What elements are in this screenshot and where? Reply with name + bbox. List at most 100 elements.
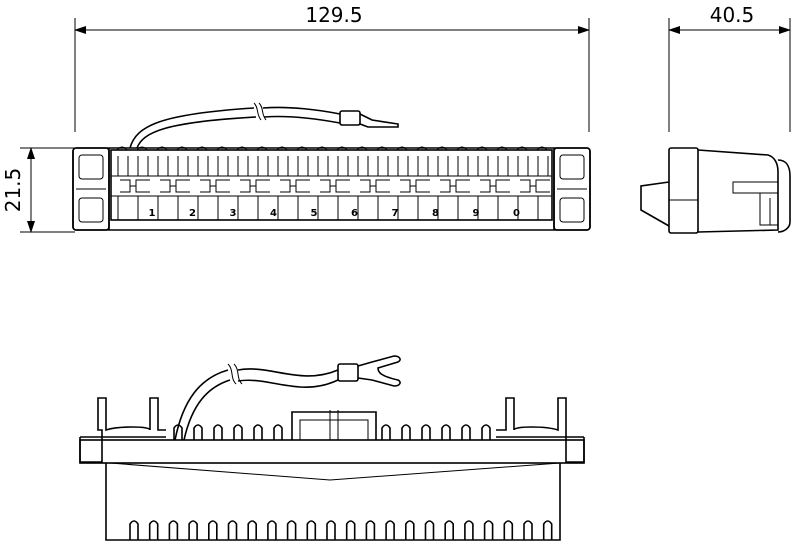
front-contact-strip (110, 149, 553, 221)
contact-bump (276, 146, 288, 151)
side-contact-block (697, 149, 779, 233)
contact-slot (160, 179, 190, 187)
terminal-number: 2 (189, 208, 196, 219)
contact-slot (400, 179, 430, 187)
front-wire (129, 102, 399, 149)
contact-bump (516, 146, 528, 151)
front-right-bracket (553, 147, 591, 231)
contact-pin (173, 424, 183, 440)
contact-bump (176, 146, 188, 151)
side-view (640, 147, 791, 234)
terminal-numbers: 1 2 3 4 5 6 7 8 9 0 (149, 208, 521, 219)
contact-pin (481, 424, 491, 440)
contact-pin (193, 424, 203, 440)
contact-bump (296, 146, 308, 151)
contact-pin (461, 424, 471, 440)
contact-bump (256, 146, 268, 151)
contact-pin (233, 424, 243, 440)
front-left-bracket (72, 147, 110, 231)
contact-slot (360, 186, 390, 193)
comb-tooth (523, 520, 533, 540)
terminal-number: 8 (432, 208, 439, 219)
comb-tooth (129, 520, 139, 540)
bottom-view (79, 355, 585, 541)
contact-slot (480, 179, 510, 187)
contact-slot (480, 186, 510, 193)
terminal-number: 3 (230, 208, 237, 219)
contact-pin (253, 424, 263, 440)
contact-bump (396, 146, 408, 151)
contact-slot (440, 186, 470, 193)
contact-bump (316, 146, 328, 151)
comb-tooth (306, 520, 317, 540)
dimension-depth-label: 40.5 (710, 3, 755, 27)
terminal-number: 0 (513, 208, 520, 219)
comb-tooth (503, 520, 514, 540)
dimension-height: 21.5 (1, 147, 75, 233)
contact-bump (456, 146, 468, 151)
bottom-wire (174, 355, 401, 441)
contact-slot (320, 179, 350, 187)
comb-tooth (405, 520, 415, 540)
comb-tooth (267, 520, 277, 540)
contact-slot (360, 179, 390, 187)
contact-pin (381, 424, 391, 440)
contact-bump (336, 146, 348, 151)
contact-slot (240, 179, 270, 187)
bottom-rail (79, 439, 585, 464)
contact-slot (200, 186, 230, 193)
comb-tooth (345, 520, 356, 540)
dimension-depth: 40.5 (668, 3, 791, 132)
comb-tooth (188, 520, 198, 540)
contact-slot (440, 179, 470, 187)
contact-bump (236, 146, 248, 151)
bottom-right-clip (496, 397, 585, 463)
contact-slot (400, 186, 430, 193)
comb-tooth (444, 520, 454, 540)
bottom-left-clip (79, 397, 166, 463)
contact-slot (120, 186, 150, 193)
dimension-length-label: 129.5 (305, 3, 362, 27)
bottom-comb-teeth (129, 520, 553, 540)
comb-tooth (148, 520, 159, 540)
comb-tooth (542, 520, 553, 540)
side-wedge (640, 181, 670, 227)
contact-slot (320, 186, 350, 193)
contact-slot (520, 179, 550, 187)
comb-tooth (227, 520, 238, 540)
contact-pin (401, 424, 411, 440)
terminal-number: 5 (311, 208, 318, 219)
contact-bump (416, 146, 428, 151)
front-view: 1 2 3 4 5 6 7 8 9 0 (72, 102, 591, 231)
contact-slot (280, 179, 310, 187)
terminal-number: 1 (149, 208, 156, 219)
contact-bump (476, 146, 488, 151)
contact-bump (216, 146, 228, 151)
contact-pin (441, 424, 451, 440)
bottom-comb-body (105, 463, 561, 541)
comb-tooth (247, 520, 257, 540)
side-body (668, 147, 699, 234)
comb-tooth (464, 520, 474, 540)
terminal-number: 7 (392, 208, 399, 219)
contact-bump (156, 146, 168, 151)
contact-bump (136, 146, 148, 151)
contact-pin (273, 424, 283, 440)
comb-tooth (208, 520, 218, 540)
contact-pin (213, 424, 223, 440)
comb-tooth (168, 520, 179, 540)
comb-tooth (286, 520, 297, 540)
terminal-number: 9 (473, 208, 480, 219)
contact-bump (436, 146, 448, 151)
terminal-number: 6 (351, 208, 358, 219)
contact-bump (536, 146, 548, 151)
contact-bump (196, 146, 208, 151)
contact-bump (496, 146, 508, 151)
front-contact-bumps (116, 146, 548, 151)
front-contact-slots (120, 179, 550, 193)
terminal-number: 4 (270, 208, 277, 219)
comb-tooth (326, 520, 336, 540)
dimension-length: 129.5 (74, 3, 590, 132)
